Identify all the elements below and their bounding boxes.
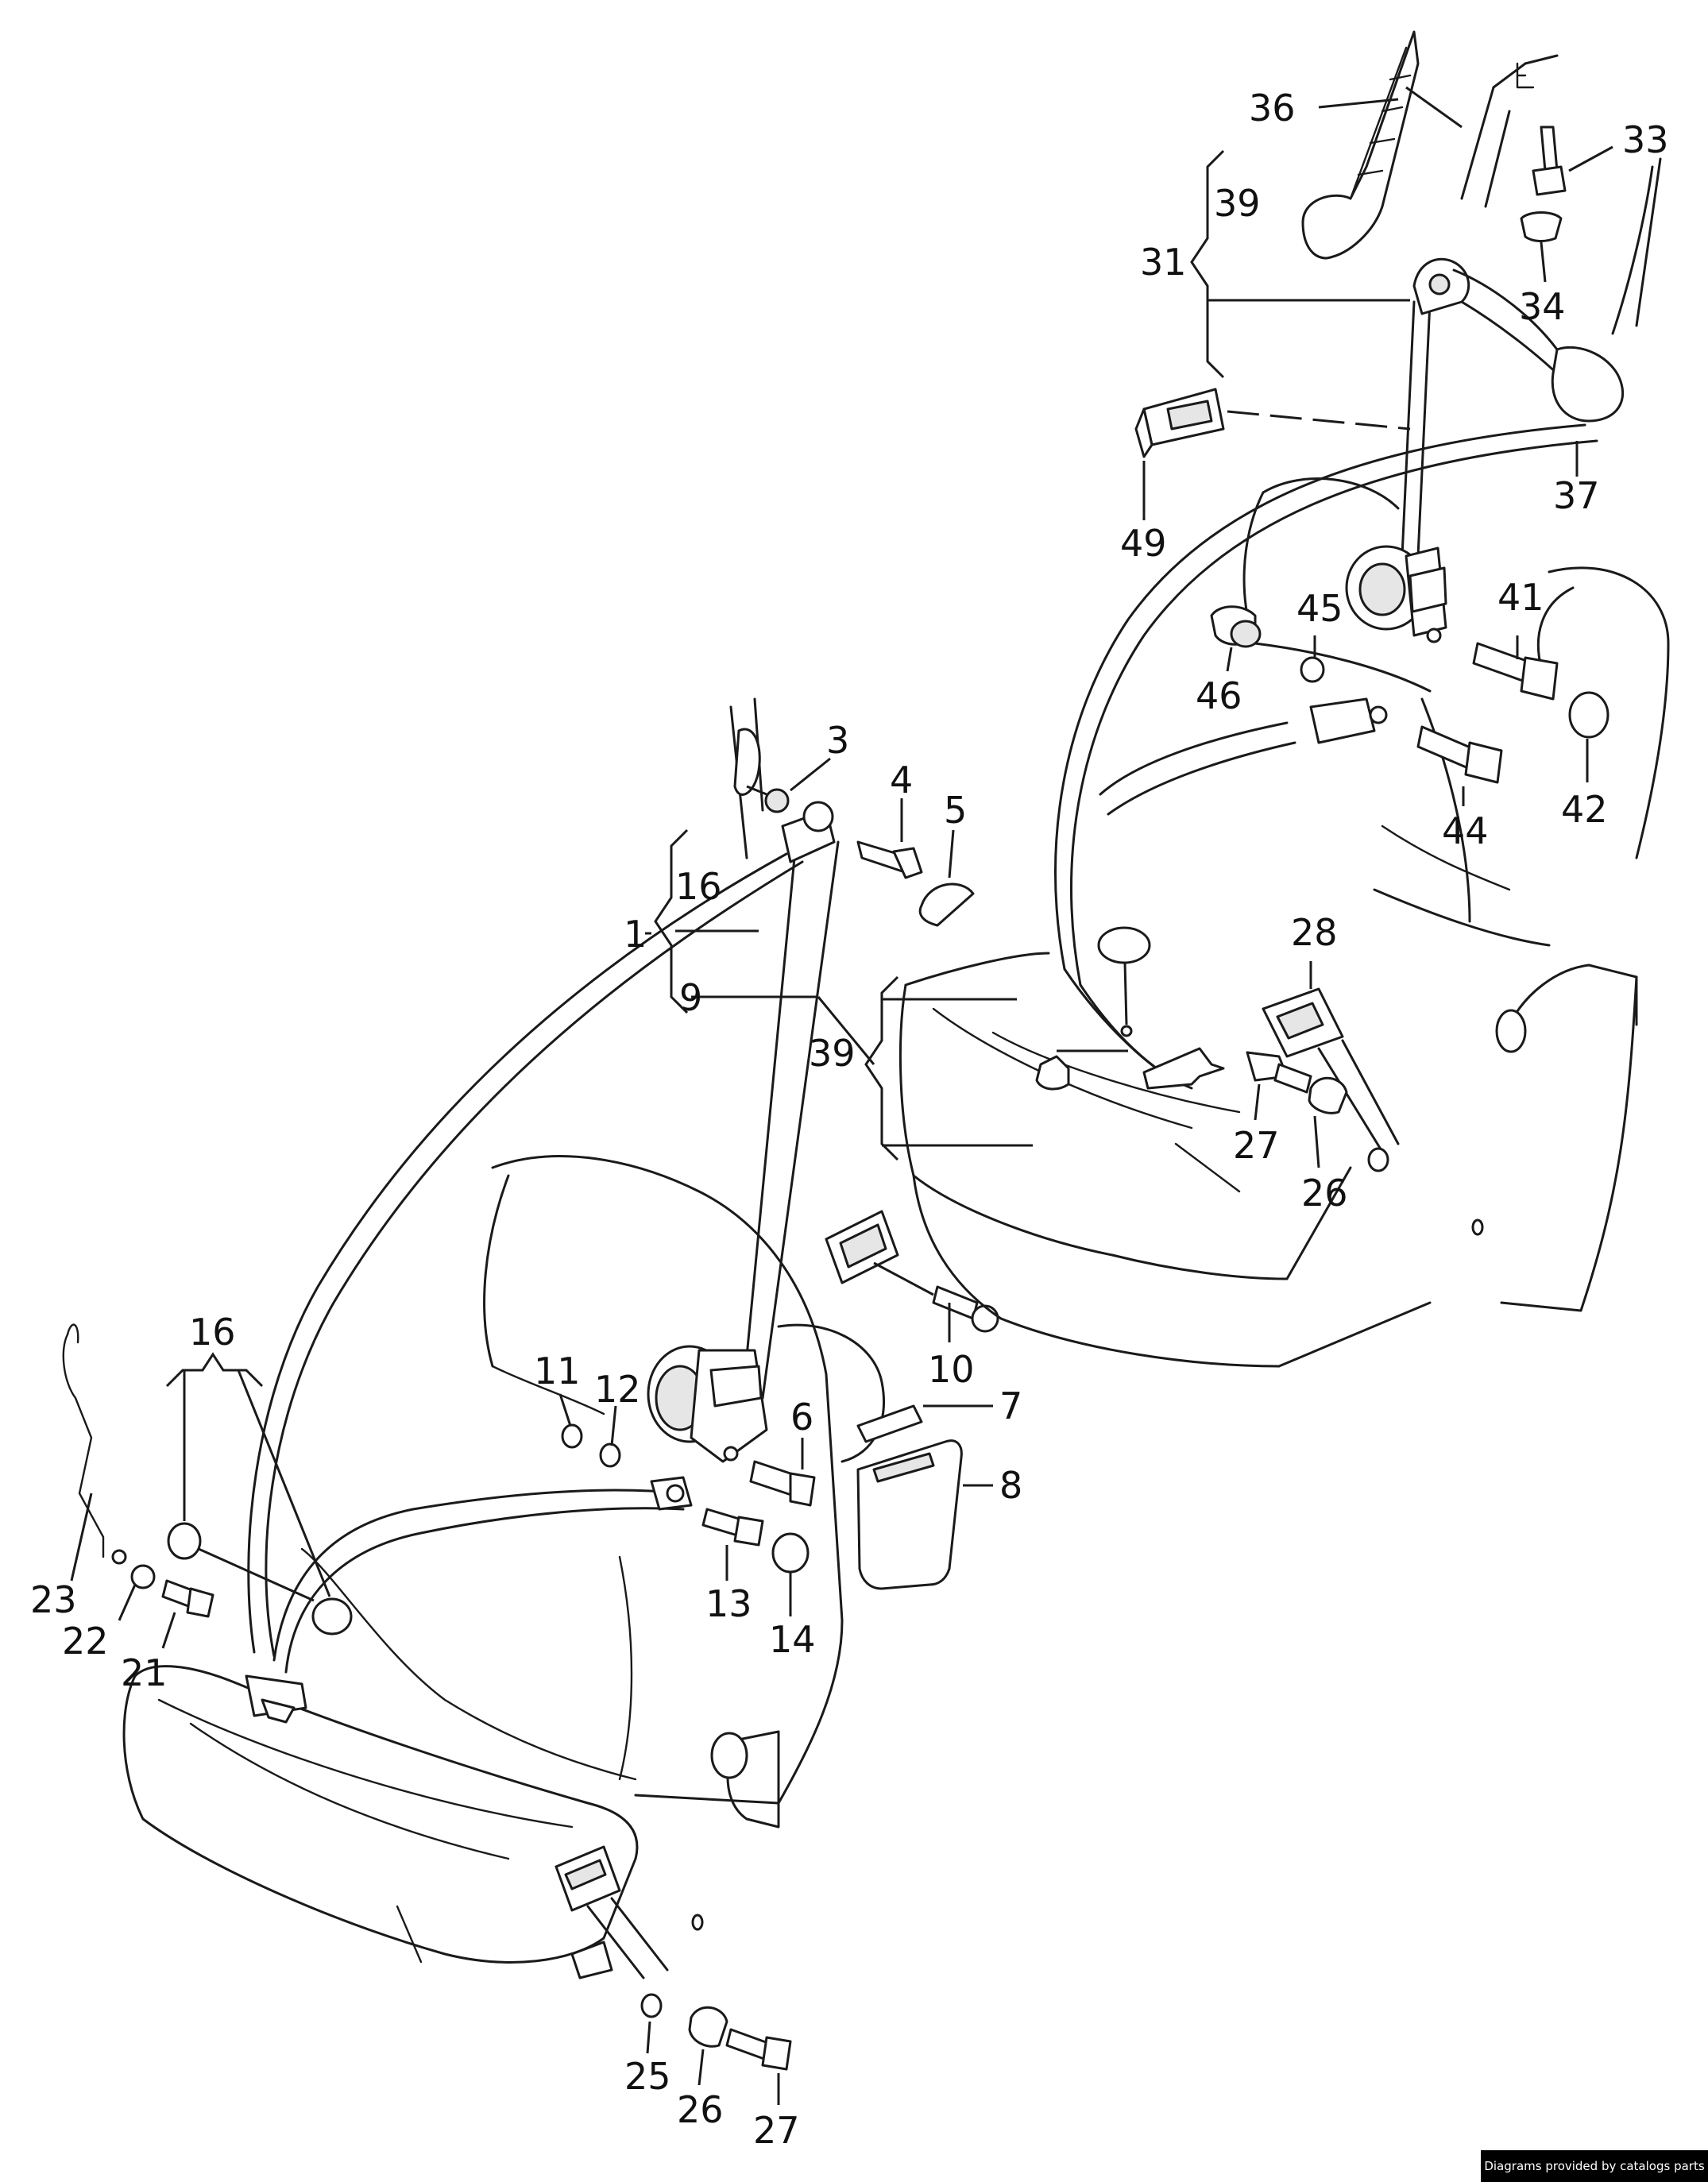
front-seat	[122, 697, 886, 1964]
callout-11: 11	[534, 1350, 581, 1392]
callout-44: 44	[1442, 809, 1489, 852]
lower-anchor-parts-front	[561, 1423, 810, 1574]
callout-45: 45	[1296, 587, 1343, 630]
callout-28: 28	[1291, 911, 1338, 954]
callout-22: 22	[62, 1620, 109, 1663]
callout-16-left: 16	[189, 1311, 236, 1354]
trim-cover-7-8	[856, 1404, 963, 1590]
callout-39-top: 39	[1214, 182, 1261, 225]
callout-7: 7	[999, 1385, 1022, 1427]
buckle-side-front-left	[62, 1323, 353, 1636]
credit-badge: Diagrams provided by catalogs parts	[1481, 2150, 1708, 2182]
callout-4: 4	[890, 759, 913, 801]
callout-46: 46	[1196, 674, 1242, 717]
front-belt-webbing	[245, 840, 840, 1724]
callout-26-front: 26	[677, 2088, 724, 2131]
callout-33: 33	[1622, 118, 1669, 161]
rear-upper-guide	[1412, 54, 1662, 423]
callout-23: 23	[30, 1578, 77, 1621]
rear-anchor-parts	[1210, 605, 1609, 784]
callout-31: 31	[1140, 241, 1187, 284]
callout-39-lower: 39	[809, 1032, 856, 1075]
callout-12: 12	[594, 1368, 641, 1411]
callout-6: 6	[790, 1396, 813, 1439]
lower-buckle-front	[555, 1845, 792, 2071]
callout-10: 10	[928, 1348, 975, 1391]
callout-42: 42	[1561, 788, 1608, 831]
callout-41: 41	[1497, 576, 1544, 619]
callout-37: 37	[1553, 474, 1600, 517]
rear-center-anchor	[1035, 926, 1225, 1091]
callout-27-rear: 27	[1233, 1124, 1280, 1167]
part-49	[1134, 388, 1411, 458]
callout-14: 14	[769, 1618, 816, 1661]
leader-lines	[70, 98, 1613, 2105]
callout-49: 49	[1120, 522, 1167, 565]
callout-34: 34	[1519, 285, 1566, 328]
upper-anchor-front	[746, 785, 975, 927]
rear-retractor	[1345, 545, 1447, 643]
bolt-33-washer-34	[1516, 62, 1567, 242]
callout-5: 5	[944, 789, 967, 832]
callout-labels: 1 3 4 5 6 7 8 9 10 11 12 13 14 16 16 21 …	[30, 87, 1669, 2152]
callout-8: 8	[999, 1464, 1022, 1507]
callout-16-front: 16	[675, 865, 722, 908]
rear-seat	[898, 477, 1670, 1368]
callout-1: 1	[624, 913, 647, 956]
bolt-6	[749, 1460, 816, 1507]
callout-25: 25	[624, 2055, 671, 2098]
callout-27-front: 27	[753, 2109, 800, 2152]
trim-cover-36	[1301, 30, 1463, 260]
front-retractor	[647, 1345, 768, 1463]
belt-guide-9	[825, 1210, 999, 1333]
callout-3: 3	[826, 719, 849, 762]
callout-36: 36	[1249, 87, 1296, 129]
rear-buckle	[1246, 987, 1400, 1172]
callout-9: 9	[679, 976, 702, 1019]
callout-13: 13	[705, 1582, 752, 1625]
callout-21: 21	[121, 1651, 168, 1694]
callout-26-rear: 26	[1301, 1172, 1348, 1215]
